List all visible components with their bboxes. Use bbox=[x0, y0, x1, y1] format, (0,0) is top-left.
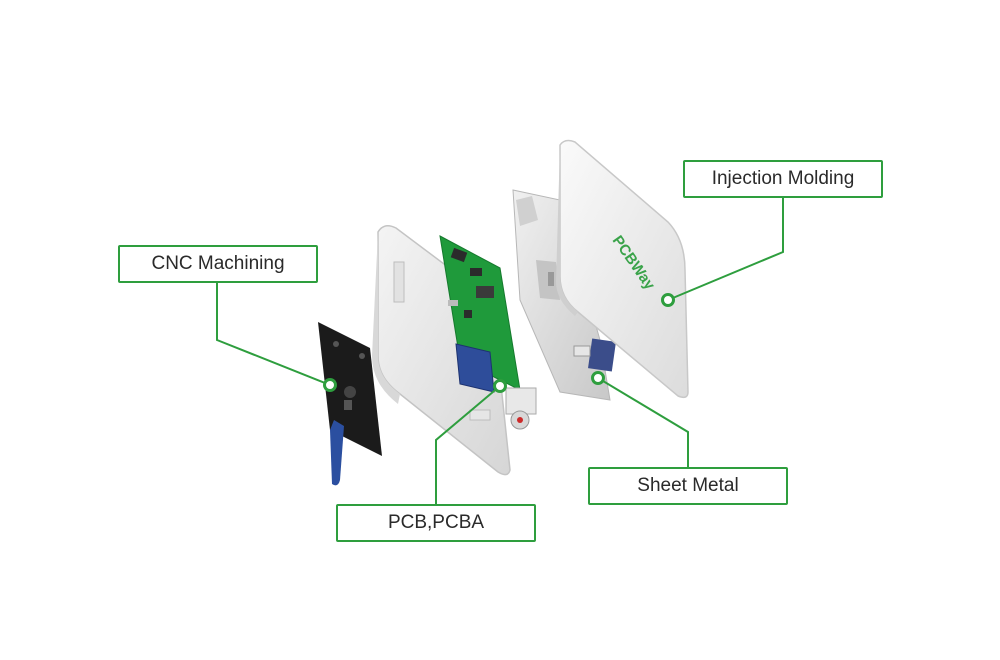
injection-anchor-dot bbox=[661, 293, 675, 307]
callout-dots bbox=[323, 293, 675, 393]
pcb-anchor-dot bbox=[493, 379, 507, 393]
callout-lines bbox=[216, 198, 784, 504]
cnc-callout-line bbox=[216, 283, 331, 386]
injection-callout-line bbox=[667, 198, 784, 301]
pcb-callout-line bbox=[435, 385, 501, 504]
sheet-anchor-dot bbox=[591, 371, 605, 385]
cnc-anchor-dot bbox=[323, 378, 337, 392]
pcb-board bbox=[439, 235, 537, 430]
cnc-machining-label: CNC Machining bbox=[118, 245, 318, 283]
sheet-metal-label: Sheet Metal bbox=[588, 467, 788, 505]
pcb-pcba-label: PCB,PCBA bbox=[336, 504, 536, 542]
injection-molding-label: Injection Molding bbox=[683, 160, 883, 198]
sheet-callout-line bbox=[597, 377, 689, 467]
base-housing bbox=[372, 225, 511, 476]
injection-molded-lid: PCBWay bbox=[556, 139, 689, 399]
cnc-machined-plate bbox=[318, 322, 382, 486]
